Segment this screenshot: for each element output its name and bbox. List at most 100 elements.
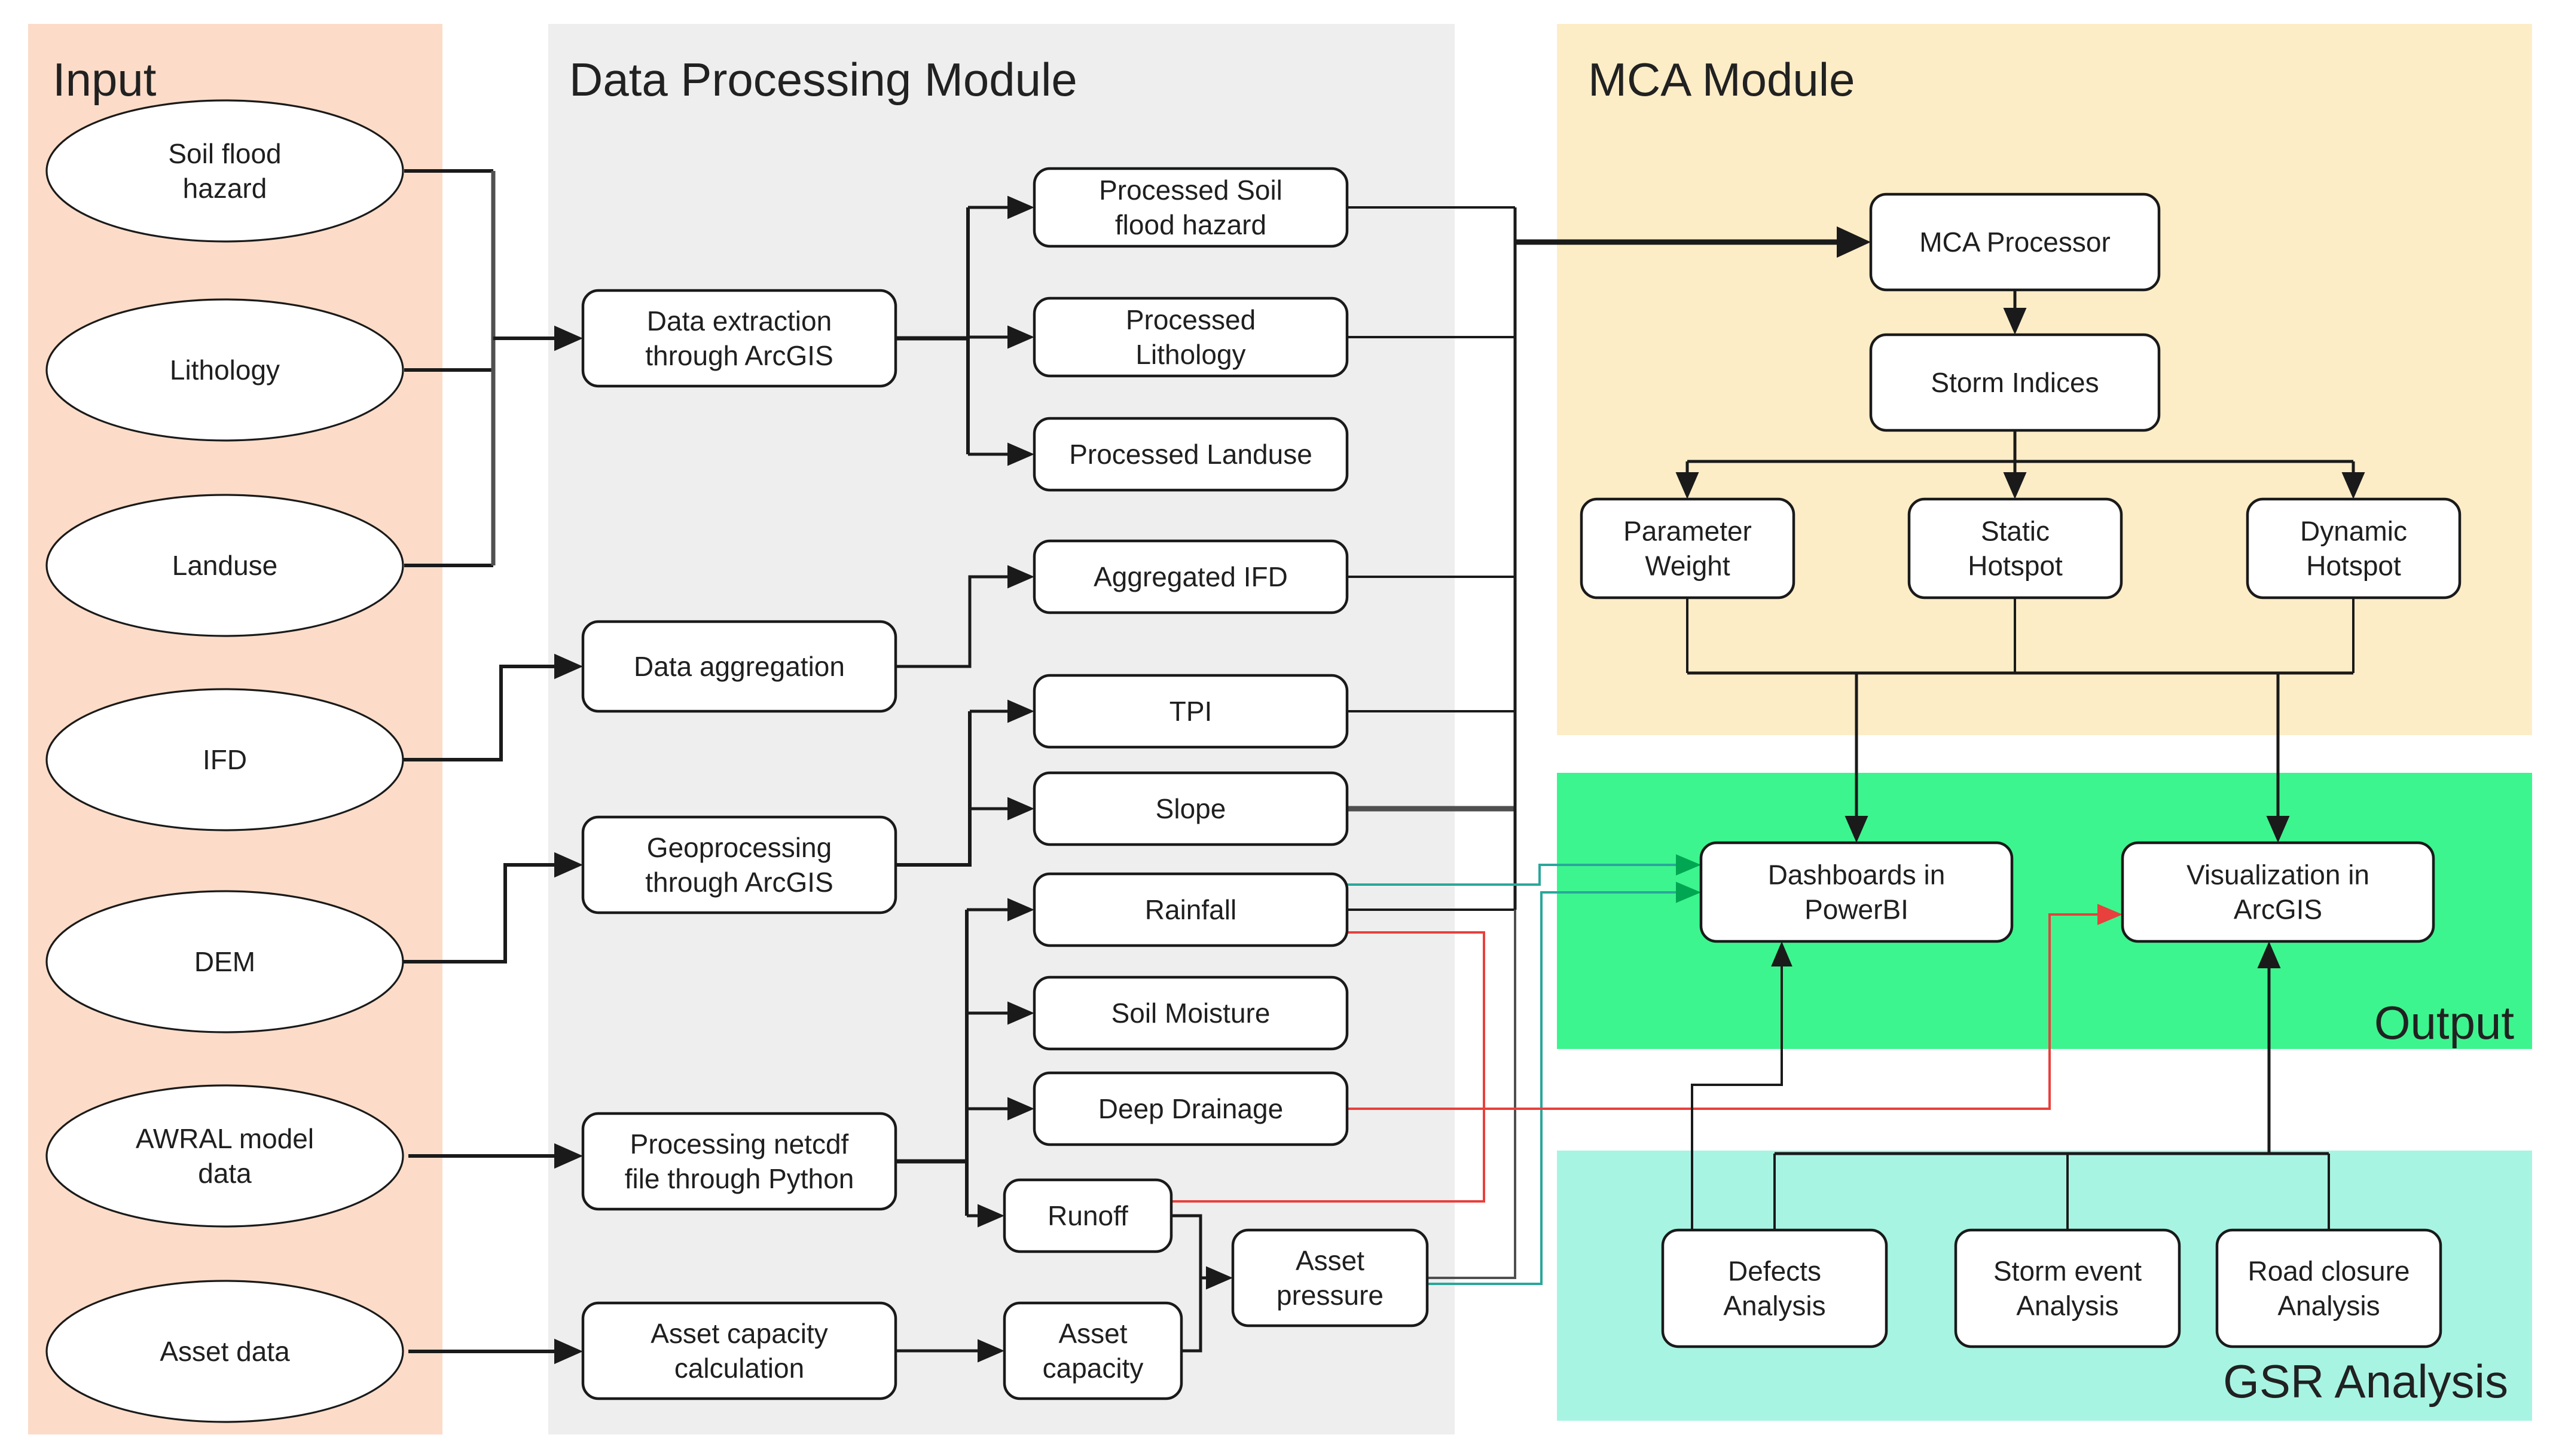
node-storm-indices-label: Storm Indices <box>1931 367 2099 398</box>
node-asset-data: Asset data <box>45 1280 404 1423</box>
node-dem: DEM <box>45 890 404 1033</box>
arrowhead-joiner-to-visualization <box>2266 816 2290 843</box>
arrowhead-joiner-to-dashboards <box>1845 816 1868 843</box>
arrowhead-fan3-to-runoff <box>978 1204 1004 1228</box>
edge-mca-to-storm <box>2003 290 2027 335</box>
edge-runoff-to-assetpressure <box>1171 1214 1233 1290</box>
arrowhead-fan1-to-plan <box>1007 442 1034 466</box>
arrowhead-dataagg-to-aggifd <box>1007 565 1034 589</box>
arrowhead-dem-to-geoprocessing <box>554 852 583 878</box>
edge-dem-to-geoprocessing <box>401 852 583 963</box>
node-processed-landuse-label: Processed Landuse <box>1069 439 1312 470</box>
edge-rainfall-to-dashboards <box>1347 854 1701 886</box>
node-aggregated-ifd: Aggregated IFD <box>1033 539 1349 614</box>
edge-fan3-to-rainfall <box>967 898 1034 922</box>
edge-joiner-to-dashboards <box>1845 673 1868 843</box>
edge-rainfall-to-runoff <box>1171 931 1485 1203</box>
node-data-aggregation-label: Data aggregation <box>634 651 845 682</box>
node-landuse: Landuse <box>45 494 404 637</box>
node-aggregated-ifd-label: Aggregated IFD <box>1094 561 1288 592</box>
arrowhead-fan3-to-soilmoisture <box>1007 1001 1034 1025</box>
node-ifd-label: IFD <box>203 744 247 775</box>
edge-dataagg-to-aggifd <box>896 565 1034 668</box>
edge-fan2-to-tpi <box>970 699 1034 723</box>
edge-fan3-to-deepdrainage <box>967 1097 1034 1121</box>
arrowhead-ifd-to-data-aggregation <box>554 653 583 680</box>
arrowhead-fan2-to-tpi <box>1007 699 1034 723</box>
arrowhead-fan3-to-deepdrainage <box>1007 1097 1034 1121</box>
arrowhead-splitter-to-dh <box>2341 472 2365 499</box>
node-ifd: IFD <box>45 688 404 831</box>
edge-assetpressure-to-collector <box>1427 910 1516 1279</box>
arrowhead-fan1-to-plith <box>1007 325 1034 349</box>
node-lithology: Lithology <box>45 298 404 442</box>
edge-capacitycalc-to-capacity <box>896 1339 1004 1363</box>
panel-input-title: Input <box>53 53 157 106</box>
node-soil-moisture-label: Soil Moisture <box>1111 998 1271 1029</box>
arrowhead-fan1-to-psfh <box>1007 195 1034 219</box>
node-deep-drainage: Deep Drainage <box>1033 1071 1349 1146</box>
arrowhead-capacitycalc-to-capacity <box>978 1339 1004 1363</box>
edge-fan3-to-soilmoisture <box>967 1001 1034 1025</box>
panel-mca-module-title: MCA Module <box>1588 53 1855 106</box>
edge-joiner-to-visualization <box>2266 673 2290 843</box>
node-processed-landuse: Processed Landuse <box>1033 417 1349 492</box>
arrowhead-rainfall-to-dashboards <box>1676 854 1701 876</box>
edge-fan1-to-plith <box>968 325 1034 349</box>
edge-splitter-to-sh <box>2003 461 2027 499</box>
arrowhead-splitter-to-sh <box>2003 472 2027 499</box>
node-storm-indices: Storm Indices <box>1869 333 2161 432</box>
node-deep-drainage-label: Deep Drainage <box>1098 1093 1283 1124</box>
edge-capacity-to-assetpressure <box>1181 1278 1202 1353</box>
arrowhead-awral-to-netcdf <box>554 1143 583 1169</box>
node-tpi-label: TPI <box>1169 696 1213 727</box>
edge-ifd-to-data-aggregation <box>401 653 583 761</box>
edge-geo-out <box>896 711 972 867</box>
node-rainfall-label: Rainfall <box>1145 894 1236 925</box>
edge-gsr-to-visualization <box>2257 941 2281 1154</box>
arrowhead-deepdrainage-to-visualization <box>2097 904 2123 925</box>
edge-awral-to-netcdf <box>408 1143 583 1169</box>
node-mca-processor-label: MCA Processor <box>1919 227 2111 258</box>
edge-bus-to-data-extraction <box>493 325 583 351</box>
edge-fan2-to-slope <box>970 797 1034 821</box>
arrowhead-defects-to-dashboards <box>1771 941 1792 966</box>
arrowhead-fan3-to-rainfall <box>1007 898 1034 922</box>
node-landuse-label: Landuse <box>172 550 278 581</box>
node-dem-label: DEM <box>194 946 255 977</box>
edge-splitter-to-pw <box>1675 461 1699 499</box>
node-mca-processor: MCA Processor <box>1869 192 2161 292</box>
arrowhead-bus-to-data-extraction <box>554 325 583 351</box>
arrowhead-fan2-to-slope <box>1007 797 1034 821</box>
node-data-aggregation: Data aggregation <box>581 620 897 713</box>
arrowhead-collector-to-mca <box>1837 226 1871 258</box>
